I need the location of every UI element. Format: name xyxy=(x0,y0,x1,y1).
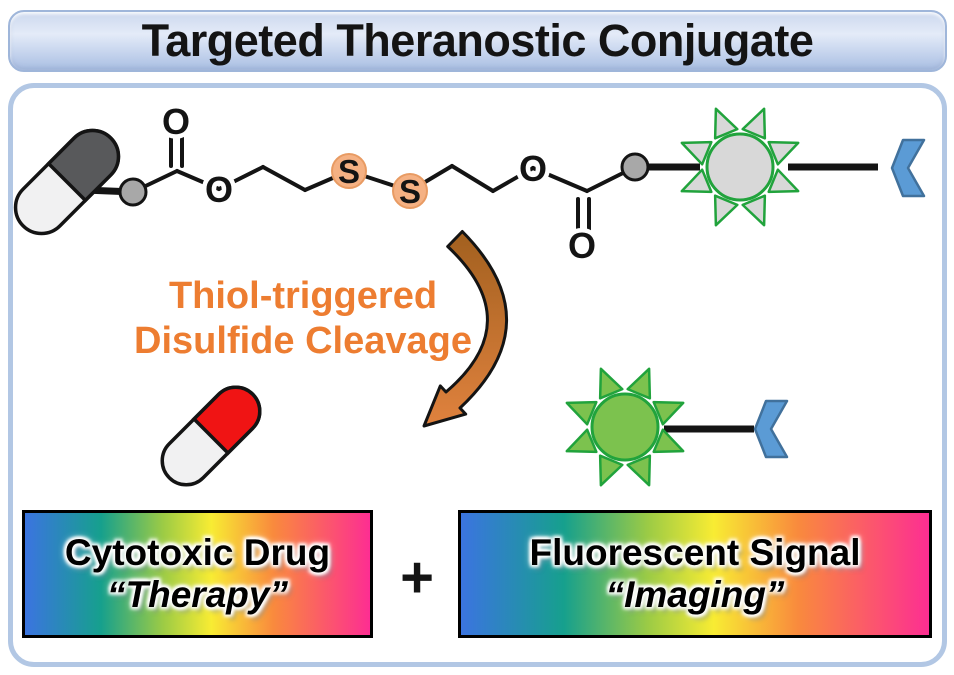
attachment-dot-left-icon xyxy=(118,177,148,207)
sulfur-1-highlight xyxy=(331,153,367,189)
carbonyl-right-o-label: O xyxy=(568,225,596,266)
ester-right-o-label: O xyxy=(519,148,547,189)
therapy-box-title: Cytotoxic Drug xyxy=(64,532,331,573)
cleavage-label-line1: Thiol-triggered xyxy=(168,275,438,317)
carbonyl-left-o-label: O xyxy=(162,101,190,142)
sulfur-1-label: S xyxy=(338,153,360,190)
imaging-box-title: Fluorescent Signal xyxy=(529,532,861,573)
plus-sign: + xyxy=(400,545,434,610)
cleavage-label-line2: Disulfide Cleavage xyxy=(134,320,472,362)
therapy-box: Cytotoxic Drug “Therapy” xyxy=(22,510,373,638)
page-title: Targeted Theranostic Conjugate xyxy=(141,15,814,66)
sulfur-2-highlight xyxy=(392,173,428,209)
cleavage-arrow-icon xyxy=(422,230,509,428)
sulfur-labels: S S xyxy=(338,153,421,210)
ester-left-o-label: O xyxy=(205,169,233,210)
drug-capsule-icon xyxy=(13,128,121,236)
therapy-box-subtitle: “Therapy” xyxy=(107,574,288,615)
fluorophore-active-icon xyxy=(565,367,685,487)
oxygen-labels: O O O O xyxy=(157,97,600,271)
cleavage-label: Thiol-triggered Disulfide Cleavage xyxy=(93,274,513,364)
released-drug-capsule-icon xyxy=(160,385,262,487)
title-banner: Targeted Theranostic Conjugate xyxy=(8,10,947,72)
sulfur-2-label: S xyxy=(399,173,421,210)
imaging-box: Fluorescent Signal “Imaging” xyxy=(458,510,932,638)
antibody-chevron-released-icon xyxy=(753,399,789,459)
attachment-dot-right-icon xyxy=(620,152,650,182)
antibody-chevron-icon xyxy=(890,138,926,198)
fluorophore-quenched-icon xyxy=(680,107,800,227)
linker-bond-lines xyxy=(131,132,637,233)
imaging-box-subtitle: “Imaging” xyxy=(605,574,785,615)
